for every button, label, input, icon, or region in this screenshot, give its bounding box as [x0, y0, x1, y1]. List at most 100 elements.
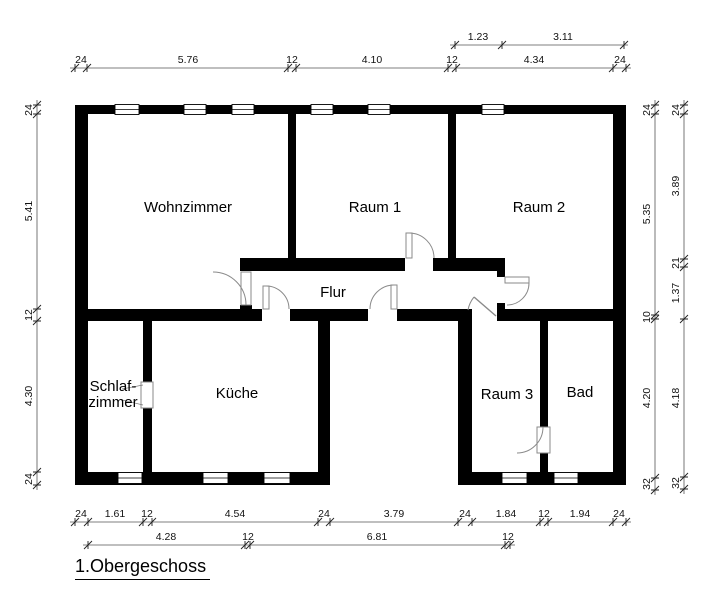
window-top-1: [114, 104, 140, 115]
dim-left-label: 24: [23, 104, 35, 116]
dim-top-main-label: 24: [614, 54, 626, 66]
wall-raum3-bad-bottom: [540, 453, 548, 472]
room-label-raum2: Raum 2: [513, 199, 566, 216]
wall-mid-band-2: [290, 309, 368, 321]
room-label-raum1: Raum 1: [349, 199, 402, 216]
wall-flur-raum2-stub-top: [497, 271, 505, 277]
window-bottom-raum3: [501, 472, 528, 484]
room-label-wohnzimmer: Wohnzimmer: [144, 199, 232, 216]
door-raum1: [405, 232, 435, 259]
window-top-6: [481, 104, 505, 115]
room-label-flur: Flur: [320, 284, 346, 301]
wall-schlafzimmer-kueche-bottom: [143, 408, 152, 472]
wall-void-left: [318, 309, 330, 485]
window-bottom-bad: [553, 472, 579, 484]
wall-schlafzimmer-kueche-top: [143, 321, 152, 382]
window-bottom-schlafzimmer: [117, 472, 143, 484]
wall-raum1-raum2: [448, 114, 456, 267]
doors-layer: [121, 232, 551, 454]
dim-bottom-main-label: 24: [75, 508, 87, 520]
dim-right-outer-label: 21: [670, 257, 682, 269]
wall-raum3-bad-top: [540, 321, 548, 427]
dim-bottom-main-label: 1.94: [570, 508, 591, 520]
dim-top-main-label: 4.10: [362, 54, 383, 66]
wall-exterior-bottom-right: [458, 472, 626, 485]
wall-void-right: [458, 309, 472, 485]
dim-top-main-label: 12: [286, 54, 298, 66]
wall-exterior-left: [75, 105, 88, 485]
dim-right-outer-label: 3.89: [670, 176, 682, 197]
dim-bottom-main-label: 3.79: [384, 508, 405, 520]
dims-layer: 1.23 3.11 24 5.76 12 4.10 12 4.34 24 24 5.41 12 4.30…: [23, 31, 689, 550]
dim-bottom-secondary-label: 4.28: [156, 531, 177, 543]
room-label-schlafzimmer: Schlaf-zimmer: [88, 378, 137, 411]
plan-title: 1.Obergeschoss: [75, 556, 211, 580]
dim-right-outer-label: 4.18: [670, 388, 682, 409]
dim-bottom-secondary-label: 12: [502, 531, 514, 543]
dim-right-outer: 24 3.89 21 1.37 4.18 32: [670, 100, 689, 494]
dim-bottom-secondary: 4.28 12 6.81 12: [83, 531, 515, 550]
wall-flur-raum2-stub-bottom: [497, 303, 505, 309]
room-region-raum1: [296, 114, 448, 258]
dim-top-secondary-label: 1.23: [468, 31, 489, 43]
window-bottom-kueche-2: [263, 472, 291, 484]
window-top-2: [183, 104, 207, 115]
window-top-4: [310, 104, 334, 115]
room-label-kueche: Küche: [216, 385, 259, 402]
door-apartment-entry: [369, 284, 398, 310]
wall-wohnzimmer-flur-stub: [240, 305, 252, 321]
dim-right-inner-label: 5.35: [641, 204, 653, 225]
dim-bottom-main-label: 4.54: [225, 508, 246, 520]
dim-bottom-main-label: 1.61: [105, 508, 126, 520]
dim-top-main-label: 5.76: [178, 54, 199, 66]
dim-right-inner-label: 24: [641, 104, 653, 116]
wall-mid-band-4: [497, 309, 613, 321]
dim-top-main-label: 24: [75, 54, 87, 66]
dim-right-inner-label: 4.20: [641, 388, 653, 409]
wall-exterior-top: [75, 105, 626, 114]
dim-bottom-main-label: 12: [141, 508, 153, 520]
dim-top-main-label: 4.34: [524, 54, 545, 66]
wall-exterior-right: [613, 105, 626, 485]
window-top-3: [231, 104, 255, 115]
window-top-5: [367, 104, 391, 115]
wall-flur-top-1: [240, 258, 405, 271]
wall-exterior-bottom-left: [75, 472, 330, 485]
door-raum3-entry: [467, 296, 497, 317]
dim-left-label: 5.41: [23, 201, 35, 222]
wall-mid-band-3: [397, 309, 472, 321]
dim-bottom-main-label: 24: [459, 508, 471, 520]
room-label-bad: Bad: [567, 384, 594, 401]
dim-bottom-main-label: 24: [613, 508, 625, 520]
door-schlafzimmer: [121, 381, 154, 409]
dim-bottom-secondary-label: 12: [242, 531, 254, 543]
dim-top-secondary-label: 3.11: [553, 31, 573, 43]
windows-layer: [114, 104, 579, 484]
window-bottom-kueche-1: [202, 472, 229, 484]
dim-top-secondary: 1.23 3.11: [450, 31, 629, 50]
wall-mid-band-1: [88, 309, 262, 321]
dim-right-outer-label: 24: [670, 104, 682, 116]
door-raum2: [504, 276, 530, 306]
door-raum3-bad: [516, 426, 551, 454]
dim-right-outer-label: 32: [670, 477, 682, 489]
dim-bottom-main-label: 1.84: [496, 508, 517, 520]
dim-right-inner-label: 32: [641, 478, 653, 490]
door-wohnzimmer: [212, 271, 252, 306]
room-label-raum3: Raum 3: [481, 386, 534, 403]
wall-flur-top-2: [433, 258, 505, 271]
wall-wohnzimmer-raum1: [288, 114, 296, 258]
dim-left-label: 12: [23, 309, 35, 321]
dim-right-inner-label: 10: [641, 311, 653, 323]
room-regions: [88, 114, 613, 472]
dim-bottom-main: 24 1.61 12 4.54 24 3.79 24 1.84 12 1.94 24: [70, 508, 631, 527]
dim-left-label: 4.30: [23, 386, 35, 407]
dim-bottom-main-label: 24: [318, 508, 330, 520]
dim-bottom-secondary-label: 6.81: [367, 531, 388, 543]
dim-right-outer-label: 1.37: [670, 283, 682, 304]
dim-bottom-main-label: 12: [538, 508, 550, 520]
